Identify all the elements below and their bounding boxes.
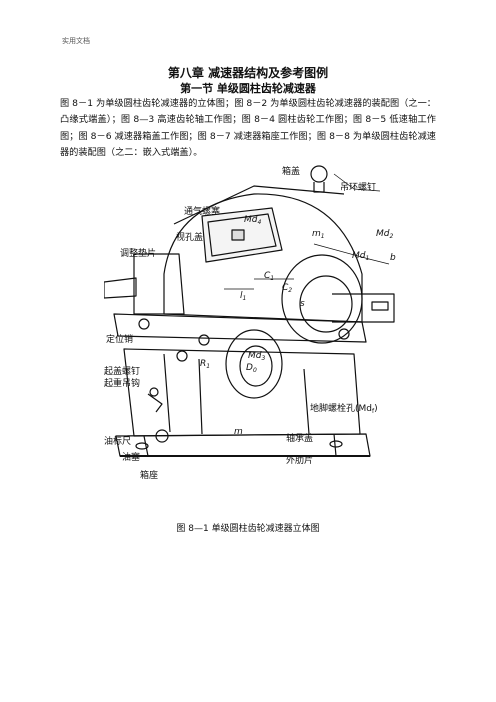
label-vent-plug: 通气螺塞 <box>184 205 220 217</box>
label-inspection-cover: 视孔盖 <box>176 231 203 243</box>
label-adjust-shim: 调整垫片 <box>120 247 156 259</box>
label-c2: C2 <box>282 283 292 294</box>
reducer-figure: 箱盖 吊环螺钉 通气螺塞 视孔盖 调整垫片 定位销 起盖螺钉 起重吊钩 油标尺 … <box>103 164 400 500</box>
label-md3: Md3 <box>248 351 265 362</box>
label-m: m <box>234 427 243 437</box>
reducer-drawing: 箱盖 吊环螺钉 通气螺塞 视孔盖 调整垫片 定位销 起盖螺钉 起重吊钩 油标尺 … <box>103 165 396 481</box>
label-bearing-cover: 轴承盖 <box>286 432 313 444</box>
label-m1: m1 <box>312 229 325 240</box>
label-oil-dipstick: 油标尺 <box>104 435 131 447</box>
header-note: 实用文档 <box>62 37 90 45</box>
label-md4: Md4 <box>244 215 261 226</box>
label-l1: l1 <box>240 291 246 302</box>
label-r1: R1 <box>200 359 210 370</box>
label-md1: Md1 <box>352 251 369 262</box>
label-b: b <box>390 253 396 263</box>
section-title: 第一节 单级圆柱齿轮减速器 <box>180 82 316 95</box>
label-d0: D0 <box>246 363 257 374</box>
label-jack-screw: 起盖螺钉 <box>104 365 140 377</box>
label-box-cover: 箱盖 <box>282 165 300 177</box>
chapter-title: 第八章 减速器结构及参考图例 <box>167 66 329 80</box>
label-oil-plug: 油塞 <box>122 451 140 463</box>
label-outer-rib: 外肋片 <box>286 454 313 466</box>
label-c1: C1 <box>264 271 274 282</box>
figure-caption: 图 8—1 单级圆柱齿轮减速器立体图 <box>176 524 320 534</box>
label-md2: Md2 <box>376 229 393 240</box>
intro-paragraph: 图 8－1 为单级圆柱齿轮减速器的立体图；图 8－2 为单级圆柱齿轮减速器的装配… <box>60 98 436 158</box>
label-lifting-bolt: 吊环螺钉 <box>340 182 376 193</box>
label-s: s <box>300 299 305 309</box>
label-anchor-bolt-hole: 地脚螺栓孔(Mdf) <box>310 402 378 415</box>
label-locating-pin: 定位销 <box>106 333 133 345</box>
label-lifting-hook: 起重吊钩 <box>104 377 140 389</box>
label-box-base: 箱座 <box>140 469 158 481</box>
